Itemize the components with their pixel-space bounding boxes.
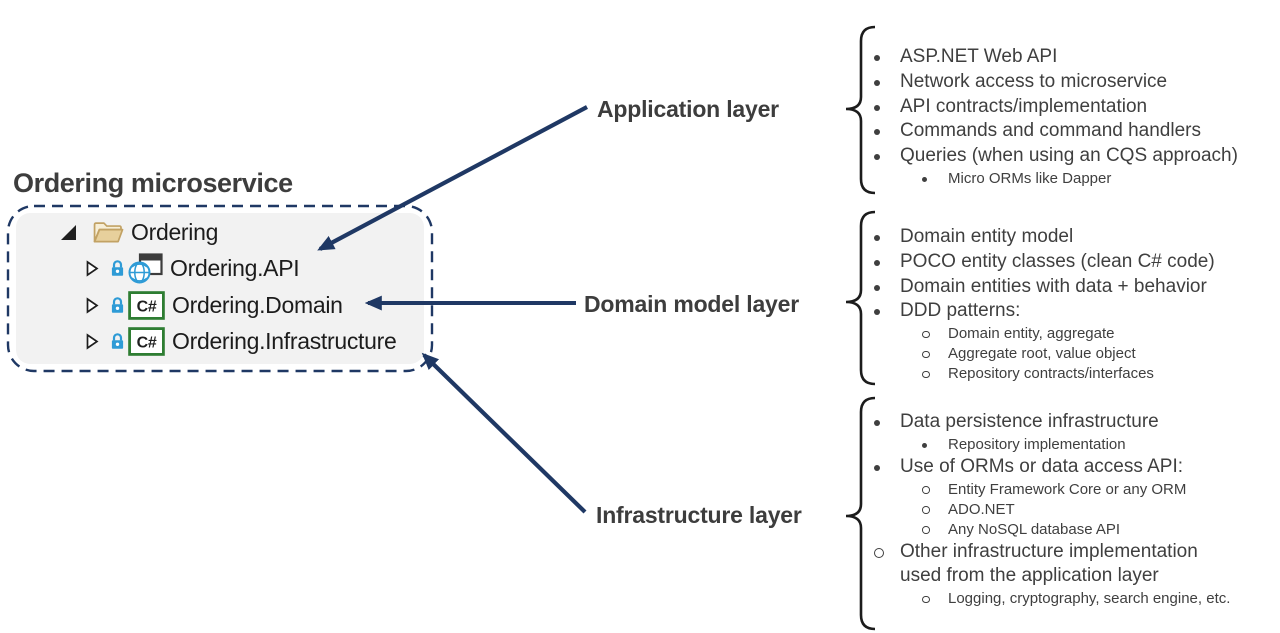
collapsed-triangle-icon: [86, 332, 99, 350]
bullet-marker: [874, 420, 880, 426]
page-title: Ordering microservice: [13, 168, 293, 198]
list-item: Any NoSQL database API: [862, 520, 1278, 540]
lock-icon: [111, 260, 124, 276]
list-item: Other infrastructure implementation used…: [862, 540, 1278, 590]
solution-box-panel: [16, 213, 424, 364]
circle-bullet-marker: [922, 350, 930, 359]
bullet-marker: [922, 176, 927, 182]
svg-text:C#: C#: [137, 334, 157, 351]
list-item: Entity Framework Core or any ORM: [862, 480, 1278, 500]
bullet-marker: [874, 129, 880, 136]
brace-domain-model-layer: [845, 210, 876, 386]
bullet-marker: [874, 284, 880, 291]
arrow-application-layer: [317, 105, 588, 251]
bullet-marker: [874, 55, 880, 61]
bullet-marker: [874, 259, 880, 266]
list-item: Logging, cryptography, search engine, et…: [862, 589, 1278, 609]
tree-item-label: Ordering.Infrastructure: [172, 327, 397, 354]
csharp-project-icon: C#: [128, 326, 165, 356]
layer-label-application: Application layer: [597, 96, 779, 122]
collapsed-triangle-icon: [86, 259, 99, 277]
bullet-marker: [922, 442, 927, 448]
list-item: ADO.NET: [862, 500, 1278, 520]
list-item: Domain entity, aggregate: [862, 324, 1278, 344]
tree-row-ordering-folder: Ordering: [60, 216, 218, 248]
web-api-project-icon: [128, 252, 163, 283]
tree-row-ordering-api: Ordering.API: [84, 252, 300, 284]
bullet-marker: [874, 79, 880, 86]
infrastructure-layer-list: Data persistence infrastructure Reposito…: [862, 410, 1278, 609]
list-item: DDD patterns:: [862, 299, 1278, 324]
list-item: Micro ORMs like Dapper: [862, 169, 1278, 189]
expanded-triangle-icon: [61, 224, 76, 240]
circle-bullet-marker: [922, 330, 930, 339]
tree-item-label: Ordering.Domain: [172, 291, 343, 318]
circle-bullet-marker: [922, 506, 930, 514]
csharp-project-icon: C#: [128, 290, 165, 320]
svg-text:C#: C#: [137, 298, 157, 315]
list-item: Domain entity model: [862, 225, 1278, 250]
tree-row-ordering-domain: C# Ordering.Domain: [84, 289, 343, 321]
domain-model-layer-list: Domain entity model POCO entity classes …: [862, 225, 1278, 384]
list-item: ASP.NET Web API: [862, 45, 1278, 70]
lock-icon: [111, 297, 124, 313]
tree-item-label: Ordering.API: [170, 254, 300, 281]
tree-row-ordering-infrastructure: C# Ordering.Infrastructure: [84, 325, 397, 357]
bullet-marker: [874, 104, 880, 111]
layer-label-infrastructure: Infrastructure layer: [596, 502, 802, 528]
arrow-infrastructure-layer: [421, 352, 587, 514]
circle-bullet-marker: [922, 370, 930, 379]
layer-label-domain-model: Domain model layer: [584, 291, 799, 317]
list-item: Aggregate root, value object: [862, 344, 1278, 364]
list-item: Domain entities with data + behavior: [862, 275, 1278, 300]
list-item: POCO entity classes (clean C# code): [862, 250, 1278, 275]
circle-bullet-marker: [874, 547, 884, 558]
application-layer-list: ASP.NET Web API Network access to micros…: [862, 45, 1278, 189]
list-item: API contracts/implementation: [862, 95, 1278, 120]
list-item: Repository contracts/interfaces: [862, 364, 1278, 384]
list-item: Network access to microservice: [862, 70, 1278, 95]
folder-open-icon: [93, 221, 124, 242]
circle-bullet-marker: [922, 595, 930, 604]
list-item: Repository implementation: [862, 435, 1278, 455]
bullet-marker: [874, 154, 880, 161]
list-item: Data persistence infrastructure: [862, 410, 1278, 435]
list-item: Commands and command handlers: [862, 119, 1278, 144]
list-item: Use of ORMs or data access API:: [862, 455, 1278, 480]
solution-box-outline: [6, 204, 434, 373]
tree-item-label: Ordering: [131, 218, 219, 245]
collapsed-triangle-icon: [86, 296, 99, 314]
circle-bullet-marker: [922, 526, 930, 534]
list-item: Queries (when using an CQS approach): [862, 144, 1278, 169]
brace-infrastructure-layer: [845, 396, 876, 631]
circle-bullet-marker: [922, 486, 930, 494]
bullet-marker: [874, 235, 880, 241]
bullet-marker: [874, 464, 880, 471]
bullet-marker: [874, 309, 880, 316]
brace-application-layer: [845, 25, 876, 195]
lock-icon: [111, 333, 124, 349]
